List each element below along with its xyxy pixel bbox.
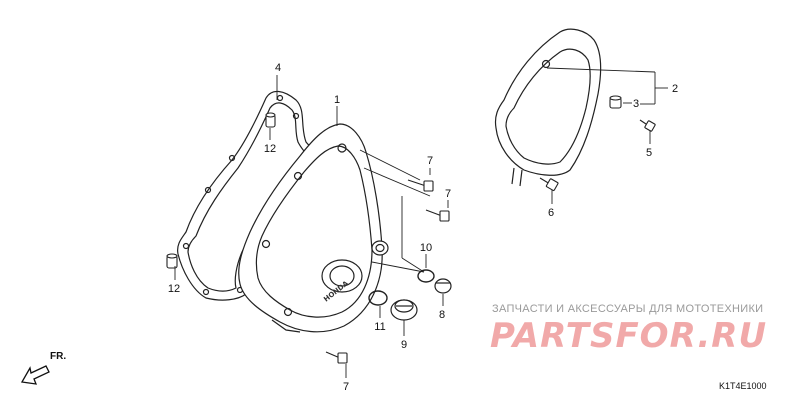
callout-part-10: 10 bbox=[420, 242, 432, 254]
o-ring-part-10 bbox=[417, 269, 435, 283]
callout-part-12-lower: 12 bbox=[168, 283, 180, 295]
callout-part-7-upper: 7 bbox=[427, 155, 433, 167]
leader-lines bbox=[174, 67, 668, 378]
callout-part-7-middle: 7 bbox=[445, 188, 451, 200]
bolt-part-5 bbox=[639, 119, 656, 132]
callout-part-2: 2 bbox=[672, 83, 678, 95]
dowel-pin-lower bbox=[166, 253, 178, 269]
front-direction-label: FR. bbox=[50, 351, 67, 362]
callout-part-3: 3 bbox=[633, 98, 639, 110]
callout-part-9: 9 bbox=[401, 339, 407, 351]
callout-part-4: 4 bbox=[275, 62, 281, 74]
diagram-code: K1T4E1000 bbox=[719, 381, 767, 391]
plug-part-8 bbox=[434, 278, 452, 294]
bolt-part-7-lower bbox=[325, 351, 348, 364]
side-cover-part-2 bbox=[494, 28, 602, 187]
watermark-tagline: ЗАПЧАСТИ И АКСЕССУАРЫ ДЛЯ МОТОТЕХНИКИ bbox=[492, 303, 764, 315]
crankcase-cover-part-1 bbox=[238, 123, 389, 333]
callout-part-6: 6 bbox=[548, 207, 554, 219]
bolt-part-7-upper bbox=[407, 179, 434, 192]
o-ring-part-11 bbox=[368, 290, 388, 306]
callout-part-8: 8 bbox=[439, 309, 445, 321]
callout-part-11: 11 bbox=[374, 321, 385, 333]
callout-part-7-lower: 7 bbox=[343, 381, 349, 393]
dowel-pin-upper bbox=[265, 112, 276, 128]
watermark-brand: PARTSFOR.RU bbox=[490, 316, 768, 356]
plug-part-9 bbox=[390, 299, 418, 321]
bolt-part-6 bbox=[539, 177, 559, 192]
callout-part-5: 5 bbox=[646, 147, 652, 159]
grommet-part-3 bbox=[609, 95, 622, 109]
bolt-part-7-middle bbox=[425, 209, 450, 222]
callout-part-1: 1 bbox=[334, 94, 340, 106]
callout-part-12-upper: 12 bbox=[264, 143, 276, 155]
front-direction-arrow-icon bbox=[20, 365, 50, 385]
